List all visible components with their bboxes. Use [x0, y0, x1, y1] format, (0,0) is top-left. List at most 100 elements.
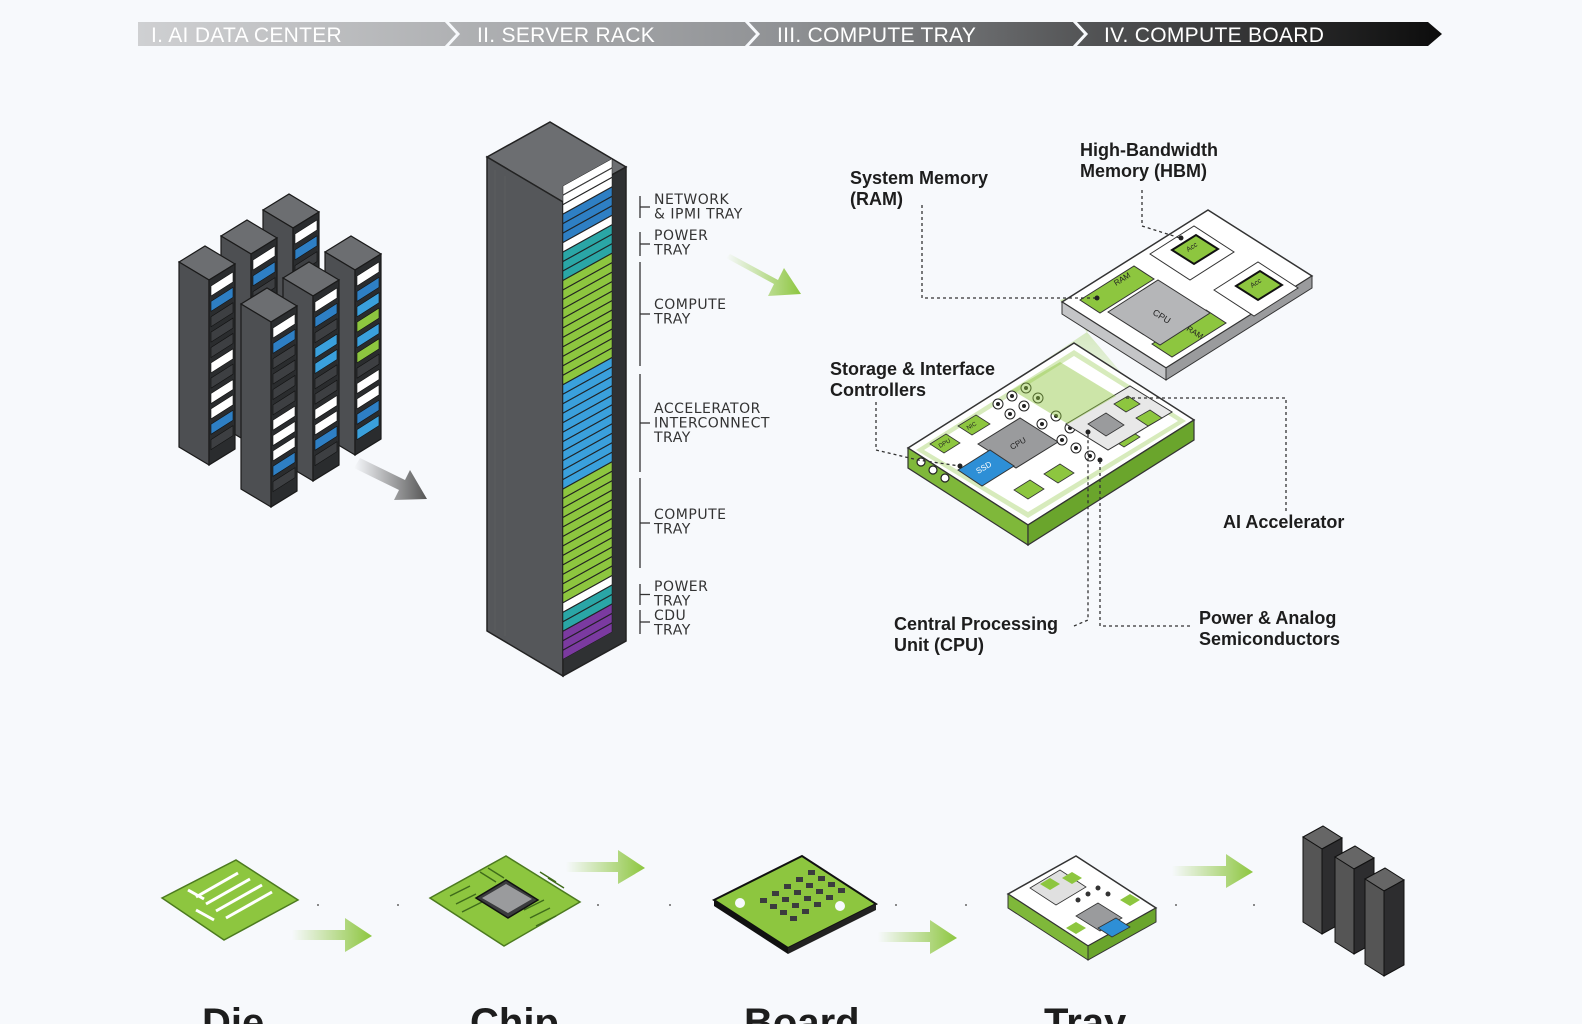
arrow-to-tray	[726, 254, 801, 296]
callout-ai-accelerator-line1: AI Accelerator	[1223, 512, 1344, 532]
tray-acc-chip-2	[1135, 409, 1163, 427]
rack-slot	[562, 186, 613, 224]
rack-slot	[562, 385, 613, 423]
callout-system-memory: System Memory (RAM)	[850, 168, 993, 209]
rack-label: NETWORK& IPMI TRAY	[654, 192, 743, 223]
breadcrumb-item-compute-tray: III. COMPUTE TRAY	[777, 24, 976, 47]
compute-board-illustration: RAM RAM CPU Acc Acc	[1060, 209, 1314, 381]
rack-slot	[562, 224, 613, 262]
callout-system-memory-line2: (RAM)	[850, 189, 903, 209]
rack-slot	[562, 291, 613, 328]
board-cpu-chip	[1107, 279, 1211, 346]
bottom-label-die: Die	[202, 1001, 264, 1024]
tray-dpu-label: DPU	[938, 438, 952, 450]
rack-slot	[562, 357, 613, 395]
breadcrumb-bar	[138, 22, 1442, 46]
rack-slot	[562, 594, 613, 632]
rack-slot	[562, 490, 613, 527]
rack-slot	[562, 234, 613, 271]
rack-slot	[562, 338, 613, 376]
rack-label-brackets	[639, 196, 650, 634]
arrow-board-tray	[878, 920, 957, 954]
rack-slot	[562, 442, 613, 480]
arrow-chip-board	[566, 850, 645, 884]
callout-hbm-line1: High-Bandwidth	[1080, 140, 1218, 160]
arrow-tray-rack	[1172, 854, 1253, 888]
rack-slot	[562, 414, 613, 452]
rack-side	[486, 155, 564, 678]
board-accelerator-chip-2	[1234, 269, 1284, 302]
tray-ssd-chip	[957, 449, 1015, 487]
rack-slot	[562, 509, 613, 546]
callout-power: Power & Analog Semiconductors	[1199, 608, 1341, 649]
rack-slot	[562, 215, 613, 252]
rack-slot	[562, 310, 613, 347]
data-center-illustration	[177, 193, 383, 509]
breadcrumb: I. AI DATA CENTER II. SERVER RACK III. C…	[138, 19, 1442, 49]
callout-labels: System Memory (RAM) High-Bandwidth Memor…	[830, 140, 1344, 655]
rack-slot	[562, 177, 613, 215]
rack-slot	[562, 547, 613, 584]
rack-side-lines	[494, 170, 506, 636]
rack-slot	[562, 518, 613, 556]
rack-slot	[562, 167, 613, 205]
tray-nic-label: NIC	[966, 421, 979, 432]
rack-slot	[562, 528, 613, 565]
rack-slot	[562, 253, 613, 290]
rack-slot	[562, 556, 613, 594]
callout-ai-accelerator: AI Accelerator	[1223, 512, 1344, 532]
tray-acc-cpu	[1087, 412, 1125, 437]
arrow-die-chip	[292, 918, 372, 952]
tray-acc-chip	[1113, 395, 1141, 413]
breadcrumb-item-compute-board: IV. COMPUTE BOARD	[1104, 24, 1324, 47]
rack-slot	[562, 423, 613, 461]
rack-slot	[562, 300, 613, 338]
rack-slot	[562, 158, 613, 196]
rack-slot	[562, 243, 613, 281]
rack-slot	[562, 366, 613, 404]
rack-slot	[562, 584, 613, 622]
callout-hbm-line2: Memory (HBM)	[1080, 161, 1207, 181]
rack-slot	[562, 329, 613, 366]
rack-slot	[562, 433, 613, 471]
rack-mini-illustration	[1302, 825, 1405, 977]
rack-slot	[562, 347, 613, 385]
callout-cpu-line2: Unit (CPU)	[894, 635, 984, 655]
callout-hbm: High-Bandwidth Memory (HBM)	[1080, 140, 1223, 181]
rack-slot	[562, 613, 613, 651]
rack-slot	[562, 480, 613, 518]
rack-slot	[562, 461, 613, 499]
cluster-rack	[177, 245, 237, 467]
callout-storage-line1: Storage & Interface	[830, 359, 995, 379]
compute-tray-illustration: CPU SSD DPU NIC	[906, 270, 1196, 547]
rack-slot	[562, 499, 613, 537]
rack-slot	[562, 196, 613, 234]
board-illustration	[711, 854, 879, 954]
bottom-label-chip: Chip	[470, 1001, 559, 1024]
rack-slot	[562, 471, 613, 508]
arrow-to-rack	[354, 458, 427, 500]
callout-storage-line2: Controllers	[830, 380, 926, 400]
server-rack-illustration	[485, 121, 628, 678]
bottom-dots	[317, 904, 1255, 906]
callout-leaders	[875, 190, 1287, 627]
rack-slots	[562, 158, 613, 660]
rack-slot	[562, 262, 613, 300]
rack-slot	[562, 281, 613, 319]
tray-highlight	[1012, 362, 1116, 424]
rack-slot	[562, 272, 613, 309]
rack-slot	[562, 622, 613, 660]
callout-power-line1: Power & Analog	[1199, 608, 1336, 628]
board-ram-chip-1	[1079, 265, 1155, 314]
bottom-label-tray: Tray	[1044, 1001, 1127, 1024]
rack-slot	[562, 603, 613, 641]
rack-slot	[562, 452, 613, 489]
tray-mini-illustration	[1006, 855, 1158, 961]
